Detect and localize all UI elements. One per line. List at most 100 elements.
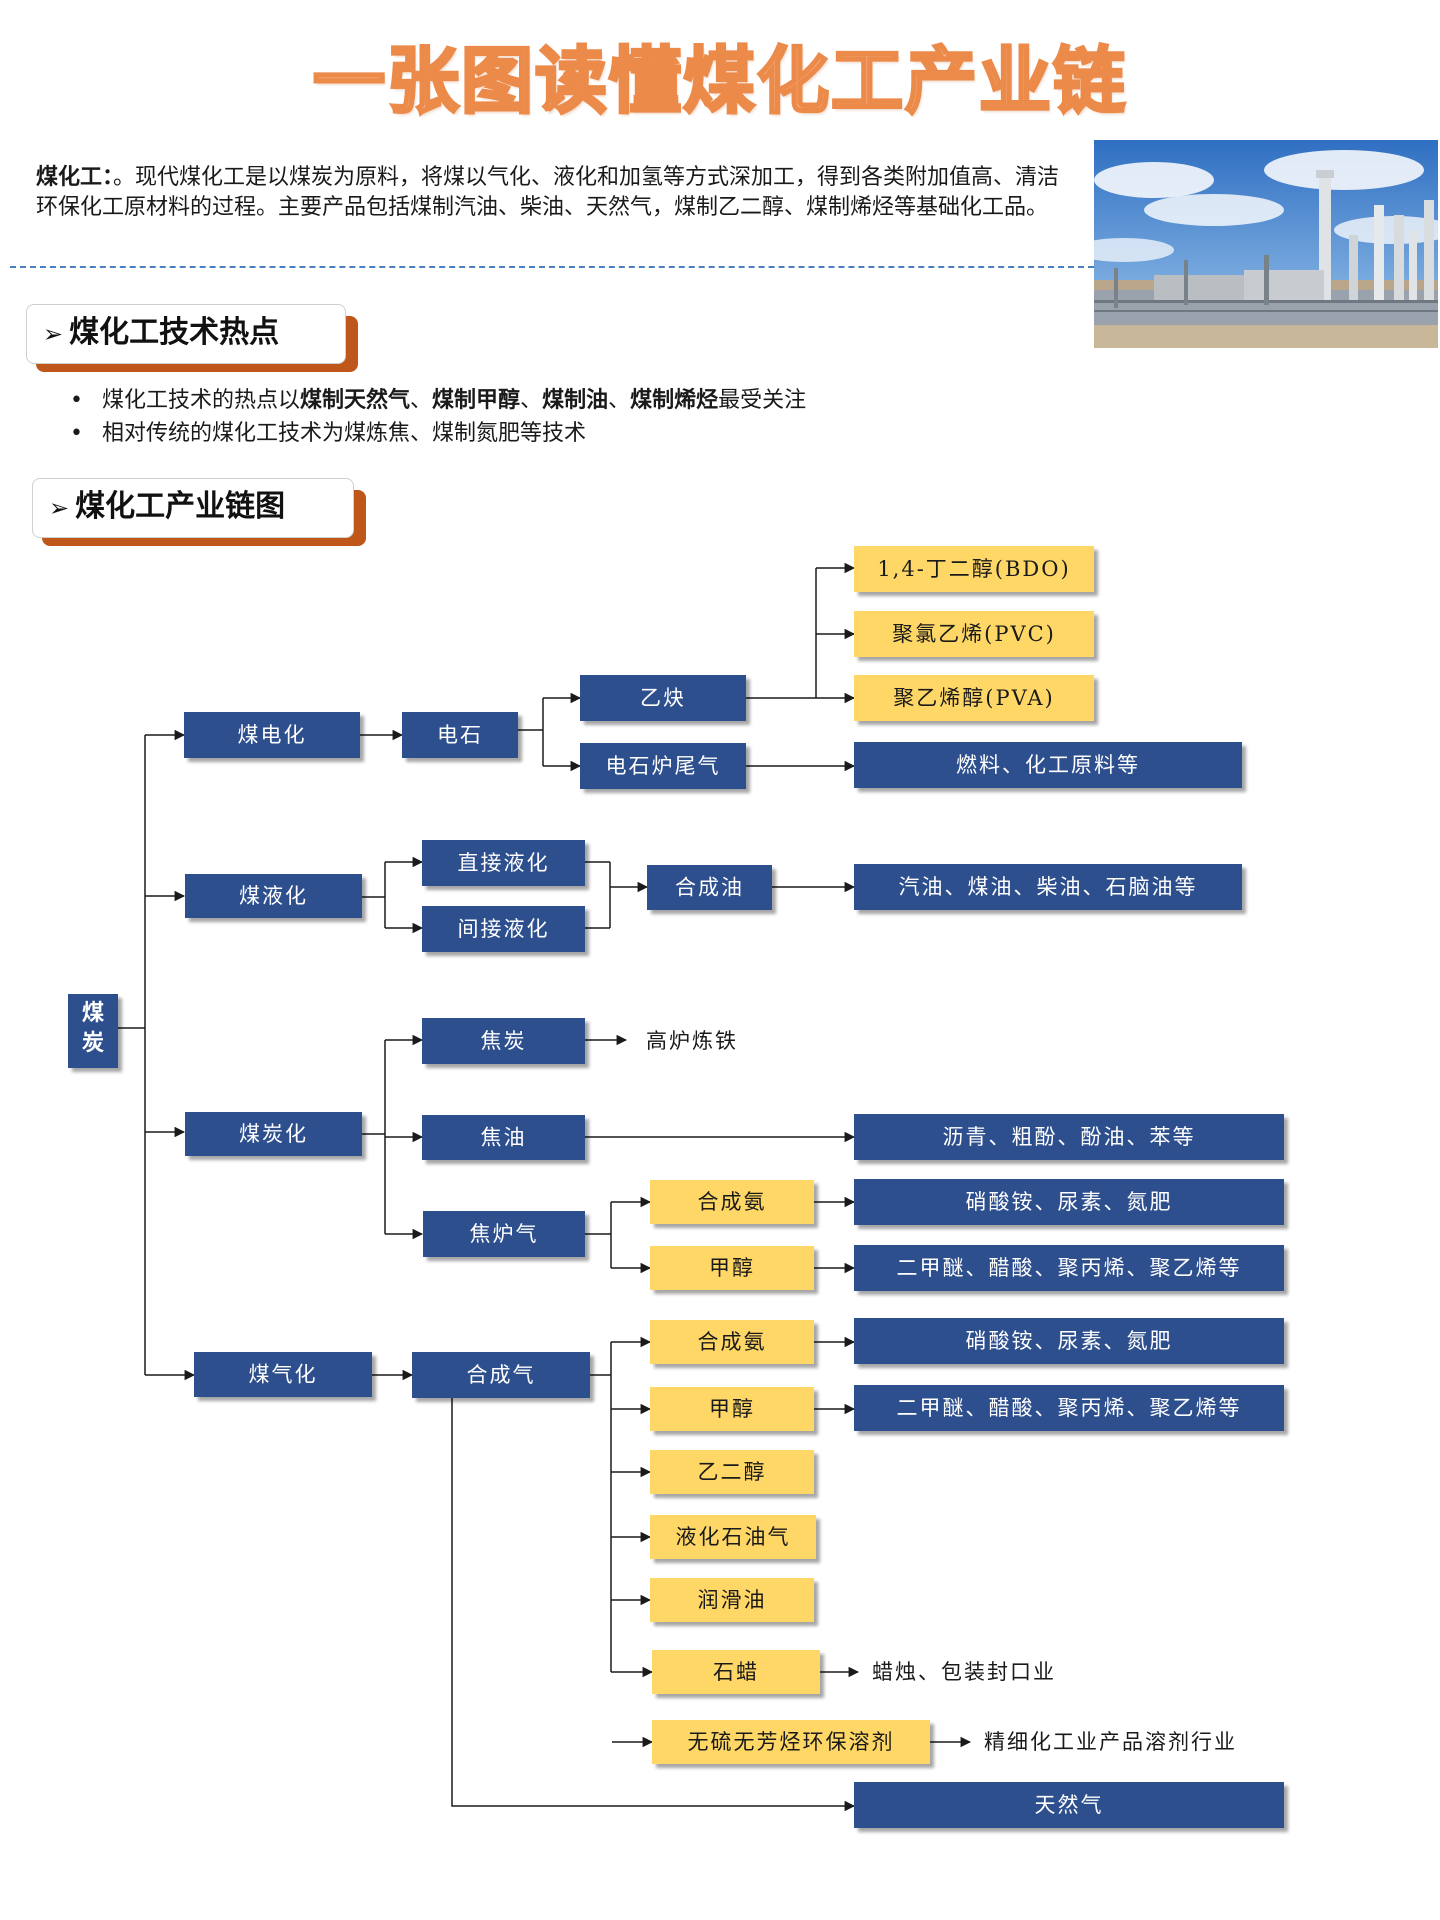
node-wax: 石蜡 (652, 1650, 820, 1694)
node-box (854, 1318, 1284, 1364)
node-fert2: 硝酸铵、尿素、氮肥 (854, 1318, 1284, 1364)
industry-chain-diagram: 煤炭煤电化电石乙炔1,4-丁二醇(BDO)聚氯乙烯(PVC)聚乙烯醇(PVA)电… (68, 546, 1284, 1828)
node-box (854, 675, 1094, 721)
node-box (854, 1114, 1284, 1160)
intro-paragraph: 煤化工：。现代煤化工是以煤炭为原料，将煤以气化、液化和加氢等方式深加工，得到各类… (36, 163, 1076, 223)
node-label: 合成油 (675, 876, 744, 900)
separator: 、 (608, 388, 631, 413)
separator: 、 (410, 388, 433, 413)
node-label: 乙炔 (640, 686, 686, 710)
node-box (650, 1320, 814, 1364)
section-header-face: ➢煤化工技术热点 (26, 304, 346, 364)
node-box (580, 743, 746, 789)
node-coke: 焦炭 (422, 1018, 585, 1064)
node-box (652, 1720, 930, 1764)
node-label: 焦炭 (481, 1029, 527, 1053)
intro-label: 煤化工： (36, 165, 114, 190)
node-label: 乙二醇 (698, 1460, 767, 1484)
node-label: 石蜡 (713, 1660, 759, 1684)
node-box (854, 864, 1242, 910)
node-acetylene: 乙炔 (580, 675, 746, 721)
node-lube: 润滑油 (650, 1578, 814, 1622)
node-lpg: 液化石油气 (650, 1515, 816, 1559)
node-box (650, 1450, 814, 1494)
arrow-icon: ➢ (49, 494, 70, 522)
node-cokegas: 焦炉气 (423, 1211, 585, 1257)
node-box (650, 1515, 816, 1559)
arrow-icon: ➢ (43, 320, 64, 348)
node-label: 焦炉气 (470, 1222, 539, 1246)
node-fert1: 硝酸铵、尿素、氮肥 (854, 1179, 1284, 1225)
node-box (185, 874, 362, 918)
page-title: 一张图读懂煤化工产业链 (311, 38, 1127, 125)
node-label: 聚乙烯醇(PVA) (893, 686, 1054, 710)
node-fine: 精细化工业产品溶剂行业 (984, 1730, 1235, 1754)
node-label: 甲醇 (709, 1256, 755, 1280)
node-label: 无硫无芳烃环保溶剂 (688, 1730, 895, 1754)
bullet-item: 相对传统的煤化工技术为煤炼焦、煤制氮肥等技术 (70, 417, 806, 450)
section-divider (10, 266, 1094, 268)
node-label: 燃料、化工原料等 (956, 753, 1140, 777)
keyword: 煤制甲醇 (432, 388, 521, 413)
bullet-item: 煤化工技术的热点以煤制天然气、煤制甲醇、煤制油、煤制烯烃最受关注 (70, 384, 806, 417)
section-header-face: ➢煤化工产业链图 (32, 478, 354, 538)
node-label: 二甲醚、醋酸、聚丙烯、聚乙烯等 (897, 1396, 1242, 1420)
node-label-char: 炭 (82, 1030, 104, 1056)
node-dme2: 二甲醚、醋酸、聚丙烯、聚乙烯等 (854, 1385, 1284, 1431)
node-coal: 煤炭 (68, 994, 118, 1068)
bullet-text: 最受关注 (718, 388, 807, 413)
node-label: 电石 (437, 723, 483, 747)
node-label: 煤气化 (249, 1363, 318, 1387)
node-box (650, 1578, 814, 1622)
keyword: 煤制烯烃 (630, 388, 719, 413)
node-direct: 直接液化 (422, 840, 585, 886)
node-tailgas: 电石炉尾气 (580, 743, 746, 789)
node-bdo: 1,4-丁二醇(BDO) (854, 546, 1094, 592)
node-box (422, 1018, 585, 1064)
node-label: 焦油 (481, 1126, 527, 1150)
node-liquefy: 煤液化 (185, 874, 362, 918)
refinery-image (1094, 140, 1438, 348)
node-label: 高炉炼铁 (646, 1029, 738, 1053)
node-box (402, 712, 518, 758)
node-box (854, 1385, 1284, 1431)
node-electric: 煤电化 (184, 712, 360, 758)
diagram-nodes: 煤炭煤电化电石乙炔1,4-丁二醇(BDO)聚氯乙烯(PVC)聚乙烯醇(PVA)电… (68, 546, 1284, 1828)
section-title: 煤化工产业链图 (75, 489, 286, 524)
node-label: 1,4-丁二醇(BDO) (877, 557, 1070, 581)
node-box (422, 906, 585, 952)
node-gasoline: 汽油、煤油、柴油、石脑油等 (854, 864, 1242, 910)
node-solvent: 无硫无芳烃环保溶剂 (652, 1720, 930, 1764)
node-asphalt: 沥青、粗酚、酚油、苯等 (854, 1114, 1284, 1160)
node-pva: 聚乙烯醇(PVA) (854, 675, 1094, 721)
node-label: 硝酸铵、尿素、氮肥 (966, 1329, 1173, 1353)
node-ammonia1: 合成氨 (650, 1180, 814, 1224)
node-box (854, 1179, 1284, 1225)
node-label: 合成氨 (698, 1330, 767, 1354)
node-candle: 蜡烛、包装封口业 (872, 1660, 1054, 1684)
node-tar: 焦油 (422, 1115, 585, 1160)
node-label: 煤炭化 (239, 1122, 308, 1146)
node-box (184, 712, 360, 758)
node-indirect: 间接液化 (422, 906, 585, 952)
node-box (647, 865, 772, 910)
node-box (580, 675, 746, 721)
node-box (652, 1650, 820, 1694)
node-box (422, 840, 585, 886)
node-syngas: 合成气 (412, 1352, 590, 1398)
node-label-char: 煤 (82, 1000, 104, 1026)
node-box (423, 1211, 585, 1257)
separator: 、 (520, 388, 543, 413)
node-label: 二甲醚、醋酸、聚丙烯、聚乙烯等 (897, 1256, 1242, 1280)
node-box (650, 1387, 814, 1431)
node-label: 直接液化 (458, 851, 550, 875)
node-box (854, 611, 1094, 657)
node-ammonia2: 合成氨 (650, 1320, 814, 1364)
hotspot-bullets: 煤化工技术的热点以煤制天然气、煤制甲醇、煤制油、煤制烯烃最受关注 相对传统的煤化… (70, 384, 806, 450)
node-fuel: 燃料、化工原料等 (854, 742, 1242, 788)
node-label: 液化石油气 (676, 1525, 791, 1549)
node-label: 汽油、煤油、柴油、石脑油等 (899, 875, 1198, 899)
keyword: 煤制天然气 (300, 388, 411, 413)
node-gasify: 煤气化 (194, 1352, 372, 1397)
node-box (422, 1115, 585, 1160)
